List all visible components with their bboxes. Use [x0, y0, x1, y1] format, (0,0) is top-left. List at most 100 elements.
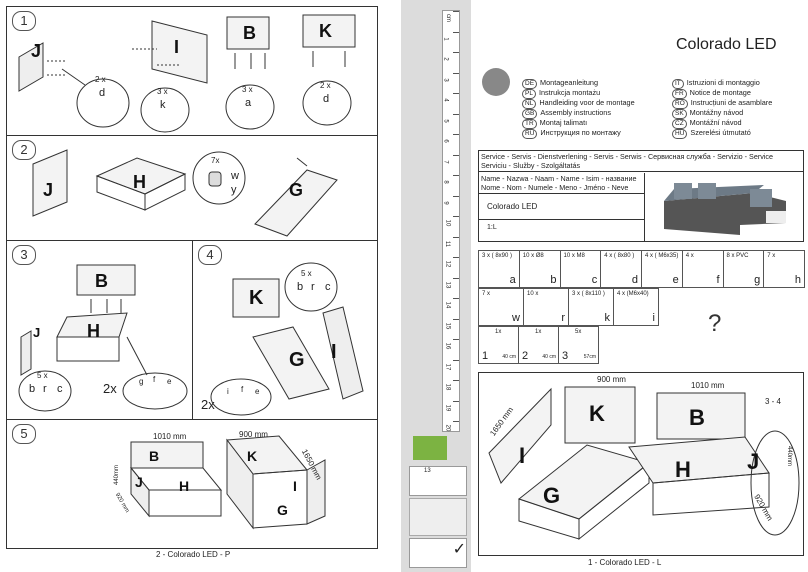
part-label-k: K — [249, 287, 264, 309]
ruler-tick — [453, 421, 459, 422]
sofa-photo — [654, 179, 794, 237]
hardware-cell: 4 x ( 8x80 )d — [600, 250, 642, 288]
left-sheet: 1 J I B K 2 x d — [6, 6, 378, 562]
step-number: 1 — [12, 11, 36, 31]
language-label: Montaj talimatı — [539, 118, 588, 127]
step-number: 5 — [12, 424, 36, 444]
hardware-code: f — [716, 274, 720, 286]
ruler-label: 15 — [444, 322, 451, 329]
ruler-tick — [453, 400, 459, 402]
ruler-label: 16 — [444, 342, 451, 350]
package-qty: 5x — [575, 329, 582, 335]
ruler-label: 8 — [442, 180, 449, 184]
part-label-g: G — [543, 483, 561, 508]
dimension: 1010 mm — [153, 432, 187, 441]
package-dims: 40 cm — [502, 354, 516, 360]
help-icon: ? — [708, 310, 722, 337]
ruler-label: 19 — [444, 404, 451, 411]
ruler-tick — [453, 216, 459, 217]
language-code: HU — [672, 129, 688, 139]
step-4-drawing — [210, 262, 364, 416]
service-line-1: Service - Servis - Dienstverlening - Ser… — [481, 152, 774, 161]
hardware-code: g — [754, 274, 761, 286]
dimension: 440mm — [786, 445, 793, 467]
language-code: RO — [672, 99, 688, 109]
hardware-qty: 3 x ( 8x110 ) — [572, 291, 605, 297]
count-qty: 3 x — [242, 85, 253, 94]
language-label: Instrucțiuni de asamblare — [690, 98, 773, 107]
scale-field: 1:L — [487, 224, 497, 231]
part-label-i: I — [174, 37, 180, 57]
language-label: Инструкция по монтажу — [540, 128, 621, 137]
hardware-code: i — [652, 312, 655, 324]
step-5-drawing — [129, 435, 326, 530]
hardware-qty: 7 x — [482, 291, 491, 297]
part-code: r — [43, 383, 47, 395]
ruler-label: 20 — [444, 424, 451, 432]
hardware-code: h — [794, 274, 801, 286]
ruler-tick — [453, 154, 459, 156]
main-diagram-drawing — [488, 386, 800, 541]
hardware-code: b — [550, 274, 557, 286]
product-title: Colorado LED — [676, 36, 777, 53]
part-label-b: B — [243, 23, 256, 43]
language-code: FR — [672, 89, 687, 99]
language-code: RU — [522, 129, 538, 139]
hardware-code: w — [512, 312, 520, 324]
left-caption: 2 - Colorado LED - P — [156, 550, 231, 559]
ruler-label: 12 — [444, 260, 451, 268]
hardware-cell: 7 x h — [763, 250, 805, 288]
part-code: y — [231, 184, 237, 196]
language-label: Instrukcja montażu — [538, 88, 601, 97]
language-label: Montážny návod — [689, 108, 744, 117]
part-label-k: K — [247, 448, 258, 464]
part-label-i: I — [293, 478, 297, 494]
hardware-qty: 7 x — [767, 253, 776, 259]
count-code: a — [245, 97, 252, 109]
main-diagram: 900 mm 1010 mm 1650 mm 3 - 4 440mm 920 m… — [478, 372, 804, 556]
hardware-code: d — [631, 274, 638, 286]
ruler-tick — [453, 318, 459, 320]
ruler-label: 1 — [442, 36, 449, 41]
ruler-tick — [453, 175, 459, 176]
ruler-tick — [453, 195, 459, 197]
language-label: Assembly instructions — [540, 108, 611, 117]
count-code: d — [99, 87, 106, 99]
tools-box: 13 — [409, 466, 467, 496]
name-line-1: Name - Nazwa - Naam - Name - Isim - назв… — [481, 174, 637, 183]
count-qty: 2 x — [320, 81, 331, 90]
ruler-tick — [453, 52, 459, 53]
hardware-qty: 10 x Ø8 — [522, 253, 544, 259]
ruler-tick — [453, 31, 459, 33]
step-number: 4 — [198, 245, 222, 265]
part-label-h: H — [87, 321, 100, 341]
part-label-i: I — [519, 443, 526, 468]
ruler-label: 11 — [444, 240, 451, 247]
people-icon — [413, 436, 447, 460]
package-qty: 1x — [535, 329, 542, 335]
hardware-cell: 3 x ( 8x90 )a — [478, 250, 520, 288]
part-label-k: K — [589, 401, 605, 426]
ruler-tick — [453, 277, 459, 279]
part-label-j: J — [135, 474, 143, 490]
ruler-label: 10 — [444, 219, 451, 227]
hardware-qty: 10 x M8 — [563, 253, 585, 259]
part-label-g: G — [289, 349, 305, 371]
package-qty: 1x — [495, 329, 502, 335]
package-number: 3 — [562, 350, 569, 362]
right-caption: 1 - Colorado LED - L — [588, 558, 662, 567]
part-code: b — [297, 281, 304, 293]
